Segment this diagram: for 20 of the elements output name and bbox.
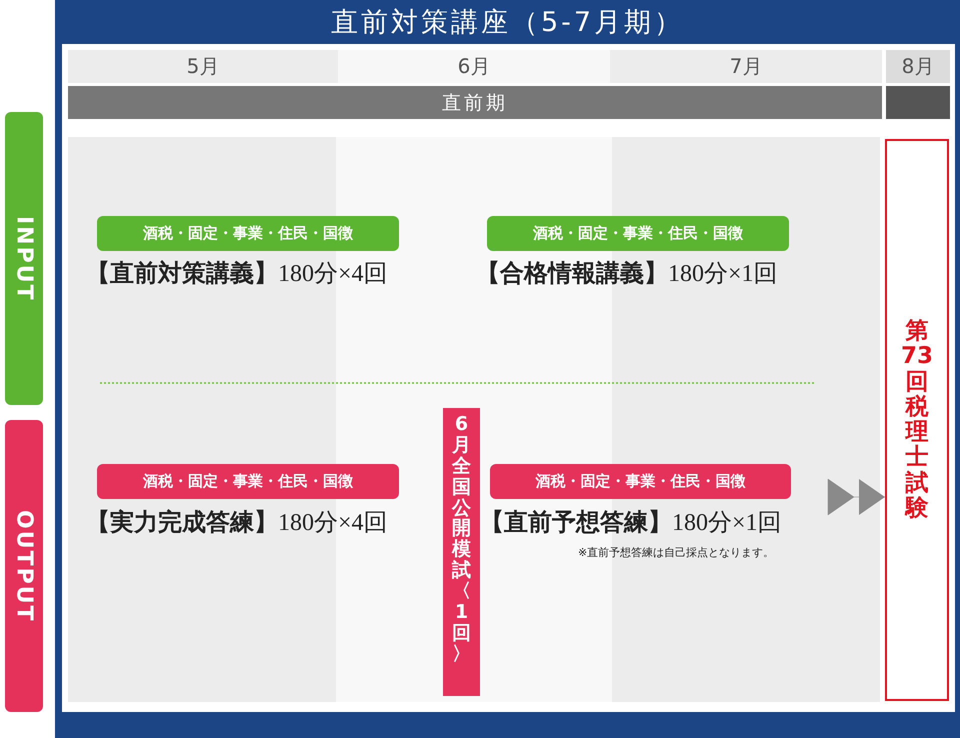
course-title: 【直前予想答練】180分×1回 [480,508,782,538]
title: 直前対策講座（5-7月期） [330,6,686,40]
course-title: 【実力完成答練】180分×4回 [86,508,388,538]
output-tab: OUTPUT [5,420,43,712]
subject-tag: 酒税・固定・事業・住民・国徴 [490,464,791,499]
footnote: ※直前予想答練は自己採点となります。 [578,545,774,560]
month-label: 8月 [886,50,950,83]
subject-tag: 酒税・固定・事業・住民・国徴 [97,216,399,251]
subject-tag: 酒税・固定・事業・住民・国徴 [97,464,399,499]
mock-exam-band: 6月全国公開模試〈1回〉 [443,408,480,696]
subject-tag: 酒税・固定・事業・住民・国徴 [487,216,789,251]
arrow [828,478,886,516]
month-label: 7月 [610,50,882,83]
input-tab: INPUT [5,112,43,405]
month-label: 5月 [68,50,338,83]
exam-box: 第73回税理士試験 [885,139,949,701]
course-title: 【直前対策講義】180分×4回 [86,259,388,289]
course-title: 【合格情報講義】180分×1回 [476,260,778,289]
period-bar: 直前期 [68,86,882,119]
month-label: 6月 [338,50,610,83]
